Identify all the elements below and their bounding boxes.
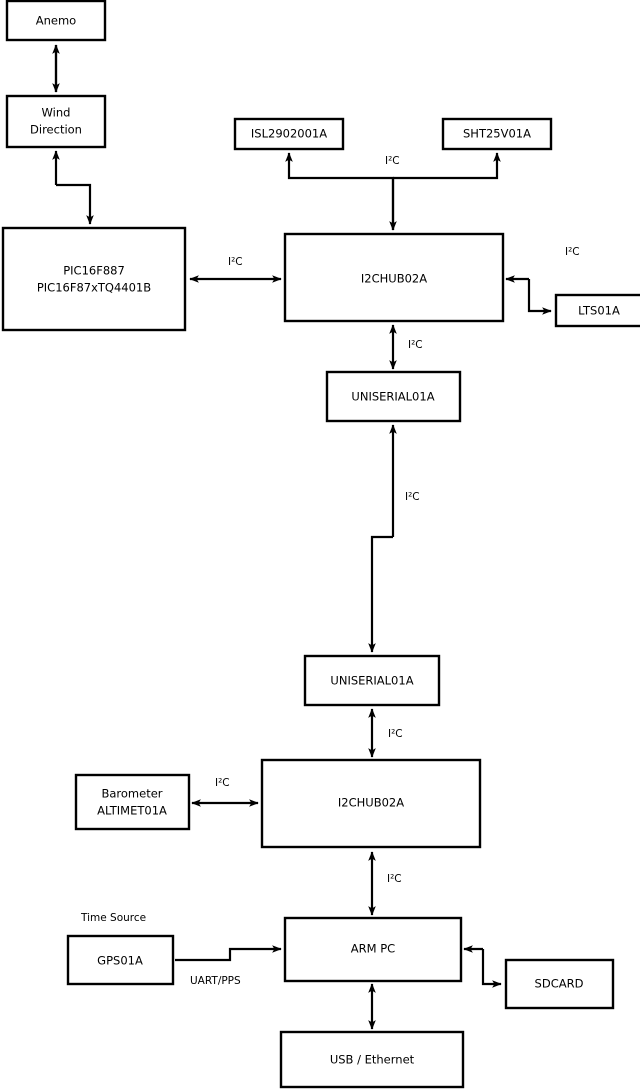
node-anemo[interactable]: Anemo bbox=[5, 0, 107, 42]
edge-hub-lts bbox=[505, 275, 552, 315]
node-wind-direction-box[interactable] bbox=[5, 94, 107, 149]
node-isl2902001a-label: ISL2902001A bbox=[251, 127, 327, 141]
node-uniserial01a-bottom[interactable]: UNISERIAL01A bbox=[303, 654, 441, 707]
node-pic-mcu-label-line2: PIC16F87xTQ4401B bbox=[37, 281, 151, 295]
node-barometer-label-line1: Barometer bbox=[101, 787, 162, 801]
node-uniserial01a-bottom-label: UNISERIAL01A bbox=[330, 674, 413, 688]
edge-arrow-to-arm bbox=[175, 945, 282, 962]
edge-label-uniserial-link: I²C bbox=[405, 491, 420, 503]
node-barometer-label-line2: ALTIMET01A bbox=[97, 804, 167, 818]
edge-label-barometer-hub: I²C bbox=[215, 777, 230, 789]
edge-label-hub-lts: I²C bbox=[565, 246, 580, 258]
node-i2chub02a-bottom-box[interactable] bbox=[260, 758, 482, 849]
node-usb-ethernet-box[interactable] bbox=[279, 1030, 465, 1089]
node-pic-mcu[interactable]: PIC16F887 PIC16F87xTQ4401B bbox=[1, 226, 187, 332]
edge-label-hub-arm: I²C bbox=[387, 873, 402, 885]
node-lts01a[interactable]: LTS01A bbox=[554, 293, 640, 328]
edge-label-uniserial-hub-bot: I²C bbox=[388, 728, 403, 740]
edge-hub-sensors bbox=[285, 152, 501, 231]
node-sdcard-label: SDCARD bbox=[535, 977, 584, 991]
node-i2chub02a-bottom[interactable]: I2CHUB02A bbox=[260, 758, 482, 849]
edge-arrow-to-pic bbox=[56, 183, 94, 225]
node-gps01a-box[interactable] bbox=[66, 934, 175, 986]
node-usb-ethernet-label: USB / Ethernet bbox=[330, 1053, 415, 1067]
edge-label-pic-hub: I²C bbox=[228, 256, 243, 268]
edge-arrow-to-sht bbox=[393, 152, 501, 180]
node-sht25v01a[interactable]: SHT25V01A bbox=[441, 117, 553, 151]
node-anemo-box[interactable] bbox=[5, 0, 107, 42]
edge-gps-arm bbox=[175, 945, 282, 962]
node-i2chub02a-top-label: I2CHUB02A bbox=[361, 272, 427, 286]
node-uniserial01a-top[interactable]: UNISERIAL01A bbox=[325, 370, 462, 423]
node-arm-pc-label: ARM PC bbox=[351, 942, 395, 956]
node-pic-mcu-box[interactable] bbox=[1, 226, 187, 332]
edge-pic-wind bbox=[52, 150, 94, 225]
node-wind-direction-label-line1: Wind bbox=[42, 106, 71, 120]
node-sht25v01a-box[interactable] bbox=[441, 117, 553, 151]
node-usb-ethernet[interactable]: USB / Ethernet bbox=[279, 1030, 465, 1089]
node-barometer[interactable]: Barometer ALTIMET01A bbox=[74, 773, 191, 831]
edge-arm-sdcard bbox=[463, 945, 502, 988]
node-lts01a-box[interactable] bbox=[554, 293, 640, 328]
node-uniserial01a-top-box[interactable] bbox=[325, 370, 462, 423]
edge-label-gps-arm: UART/PPS bbox=[190, 975, 241, 987]
node-arm-pc[interactable]: ARM PC bbox=[283, 916, 463, 983]
node-uniserial01a-top-label: UNISERIAL01A bbox=[351, 390, 434, 404]
node-isl2902001a[interactable]: ISL2902001A bbox=[233, 117, 345, 151]
node-wind-direction[interactable]: Wind Direction bbox=[5, 94, 107, 149]
node-gps01a-label: GPS01A bbox=[97, 954, 143, 968]
node-gps01a[interactable]: GPS01A bbox=[66, 934, 175, 986]
edge-arrow-to-isl bbox=[285, 152, 395, 230]
node-uniserial01a-bottom-box[interactable] bbox=[303, 654, 441, 707]
node-anemo-label: Anemo bbox=[36, 14, 76, 28]
edge-label-hub-uniserial: I²C bbox=[408, 339, 423, 351]
node-barometer-box[interactable] bbox=[74, 773, 191, 831]
node-pic-mcu-label-line1: PIC16F887 bbox=[63, 264, 125, 278]
node-isl2902001a-box[interactable] bbox=[233, 117, 345, 151]
node-sdcard[interactable]: SDCARD bbox=[504, 958, 615, 1010]
node-sdcard-box[interactable] bbox=[504, 958, 615, 1010]
node-i2chub02a-bottom-label: I2CHUB02A bbox=[338, 796, 404, 810]
node-sht25v01a-label: SHT25V01A bbox=[463, 127, 531, 141]
node-i2chub02a-top[interactable]: I2CHUB02A bbox=[283, 232, 505, 323]
edge-uniserial-link bbox=[368, 424, 397, 653]
node-lts01a-label: LTS01A bbox=[578, 304, 620, 318]
node-i2chub02a-top-box[interactable] bbox=[283, 232, 505, 323]
edge-arrow-to-sdcard bbox=[481, 949, 502, 988]
node-wind-direction-label-line2: Direction bbox=[30, 123, 82, 137]
edge-label-sensors-hub: I²C bbox=[385, 155, 400, 167]
edge-arrow-to-lts bbox=[527, 279, 552, 315]
edge-arrow-to-uniserial-bottom bbox=[368, 535, 393, 653]
node-arm-pc-box[interactable] bbox=[283, 916, 463, 983]
time-source-label: Time Source bbox=[80, 912, 146, 924]
